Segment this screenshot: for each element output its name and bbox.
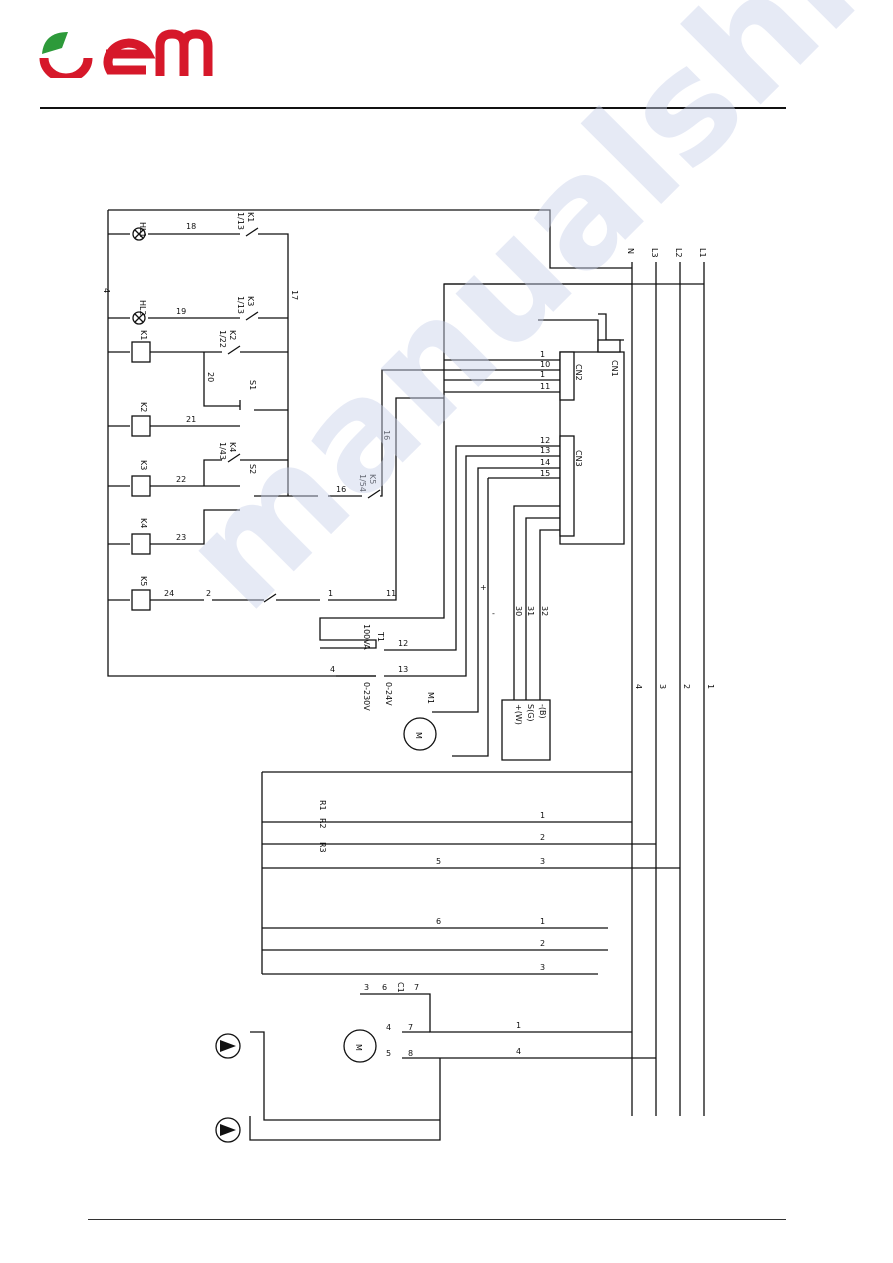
wire-20-label: 20 (206, 372, 215, 382)
contact-k5-ref: 1/54 (358, 474, 367, 492)
resistor-r3-label: R3 (318, 842, 327, 853)
contact-k4-ref: 1/43 (218, 442, 227, 460)
power-l1-label: L1 (698, 248, 707, 258)
wire-19-label: 19 (176, 307, 186, 316)
power-l2-label: L2 (674, 248, 683, 258)
wire-17-label: 17 (290, 290, 299, 300)
lamp-hl1-label: HL1 (138, 222, 147, 238)
contact-k4-label: K4 (228, 442, 237, 452)
cap-wire-3: 3 (364, 983, 369, 992)
wire-11-label: 11 (386, 589, 396, 598)
heater2-wire-1: 1 (540, 917, 545, 926)
fan-terminal-4: 4 (386, 1023, 391, 1032)
contact-k3-ref: 1/13 (236, 296, 245, 314)
wire-2-label: 2 (206, 589, 211, 598)
heater2-wire-3: 3 (540, 963, 545, 972)
resistor-r1-label: R1 (318, 800, 327, 811)
heater2-wire-2: 2 (540, 939, 545, 948)
cn2-wire-11: 11 (540, 382, 550, 391)
wire-16b-label: 16 (336, 485, 346, 494)
coil-k4-label: K4 (139, 518, 148, 528)
contact-k1-ref: 1/13 (236, 212, 245, 230)
heater-wire-1: 1 (540, 811, 545, 820)
motor-m1-symbol: M (414, 732, 423, 739)
cn2-wire-1: 1 (540, 350, 545, 359)
switch-s2-label: S2 (248, 464, 257, 474)
connector-cn3-label: CN3 (574, 450, 583, 467)
fan-wire-1: 1 (516, 1021, 521, 1030)
heater-wire-3: 3 (540, 857, 545, 866)
oem-logo (38, 26, 213, 83)
cn2-wire-10: 10 (540, 360, 550, 369)
cn3-wire-13: 13 (540, 446, 550, 455)
bus-4-label: 4 (634, 684, 643, 689)
lamp-hl2-label: HL2 (138, 300, 147, 316)
heater-wire-6: 6 (436, 917, 441, 926)
wire-1-label: 1 (328, 589, 333, 598)
contact-k2-ref: 1/22 (218, 330, 227, 348)
probe-w-label: +(W) (514, 704, 523, 725)
probe-b-label: -(B) (538, 704, 547, 719)
cap-wire-7: 7 (414, 983, 419, 992)
connector-cn2-label: CN2 (574, 364, 583, 381)
bus-3-label: 3 (658, 684, 667, 689)
cap-wire-6: 6 (382, 983, 387, 992)
bus-1-label: 1 (706, 684, 715, 689)
probe-g-label: S(G) (526, 704, 535, 722)
wire-13-label: 13 (398, 665, 408, 674)
contact-k2-label: K2 (228, 330, 237, 340)
wire-plus-label: + (480, 583, 487, 592)
wire-31-label: 31 (526, 606, 535, 616)
wire-30-label: 30 (514, 606, 523, 616)
fan-wire-8: 8 (408, 1049, 413, 1058)
power-l3-label: L3 (650, 248, 659, 258)
connector-cn1-label: CN1 (610, 360, 619, 377)
transformer-secondary: 0-24V (384, 682, 393, 706)
bus-2-label: 2 (682, 684, 691, 689)
heater-wire-5: 5 (436, 857, 441, 866)
resistor-r2-label: R2 (318, 818, 327, 829)
coil-k1-label: K1 (139, 330, 148, 340)
transformer-primary: 0-230V (362, 682, 371, 711)
contact-k5-label: K5 (368, 474, 377, 484)
transformer-name: T1 (376, 631, 385, 642)
wire-22-label: 22 (176, 475, 186, 484)
cn3-wire-12: 12 (540, 436, 550, 445)
wire-16a-label: 16 (382, 430, 391, 440)
coil-k5-label: K5 (139, 576, 148, 586)
cn3-wire-15: 15 (540, 469, 550, 478)
header-rule (40, 107, 786, 109)
coil-k2-label: K2 (139, 402, 148, 412)
wire-24-label: 24 (164, 589, 174, 598)
contact-k1-label: K1 (246, 212, 255, 222)
wire-23-label: 23 (176, 533, 186, 542)
capacitor-c1-label: C1 (396, 982, 405, 993)
footer-rule (88, 1219, 786, 1220)
wire-4a-label: 4 (102, 288, 111, 293)
wire-32-label: 32 (540, 606, 549, 616)
coil-k3-label: K3 (139, 460, 148, 470)
fan-wire-4: 4 (516, 1047, 521, 1056)
transformer-rating: 100VA (362, 624, 371, 650)
fan-wire-7: 7 (408, 1023, 413, 1032)
heater-wire-2: 2 (540, 833, 545, 842)
fan-terminal-5: 5 (386, 1049, 391, 1058)
contact-k3-label: K3 (246, 296, 255, 306)
cn2-wire-1b: 1 (540, 370, 545, 379)
wire-18-label: 18 (186, 222, 196, 231)
wire-12-label: 12 (398, 639, 408, 648)
motor-m1-label: M1 (426, 692, 435, 704)
wire-4b-label: 4 (330, 665, 335, 674)
wire-21-label: 21 (186, 415, 196, 424)
switch-s1-label: S1 (248, 380, 257, 390)
power-n-label: N (626, 248, 635, 254)
wire-minus-label: - (492, 609, 495, 618)
cn3-wire-14: 14 (540, 458, 550, 467)
fan-motor-symbol: M (354, 1044, 363, 1051)
